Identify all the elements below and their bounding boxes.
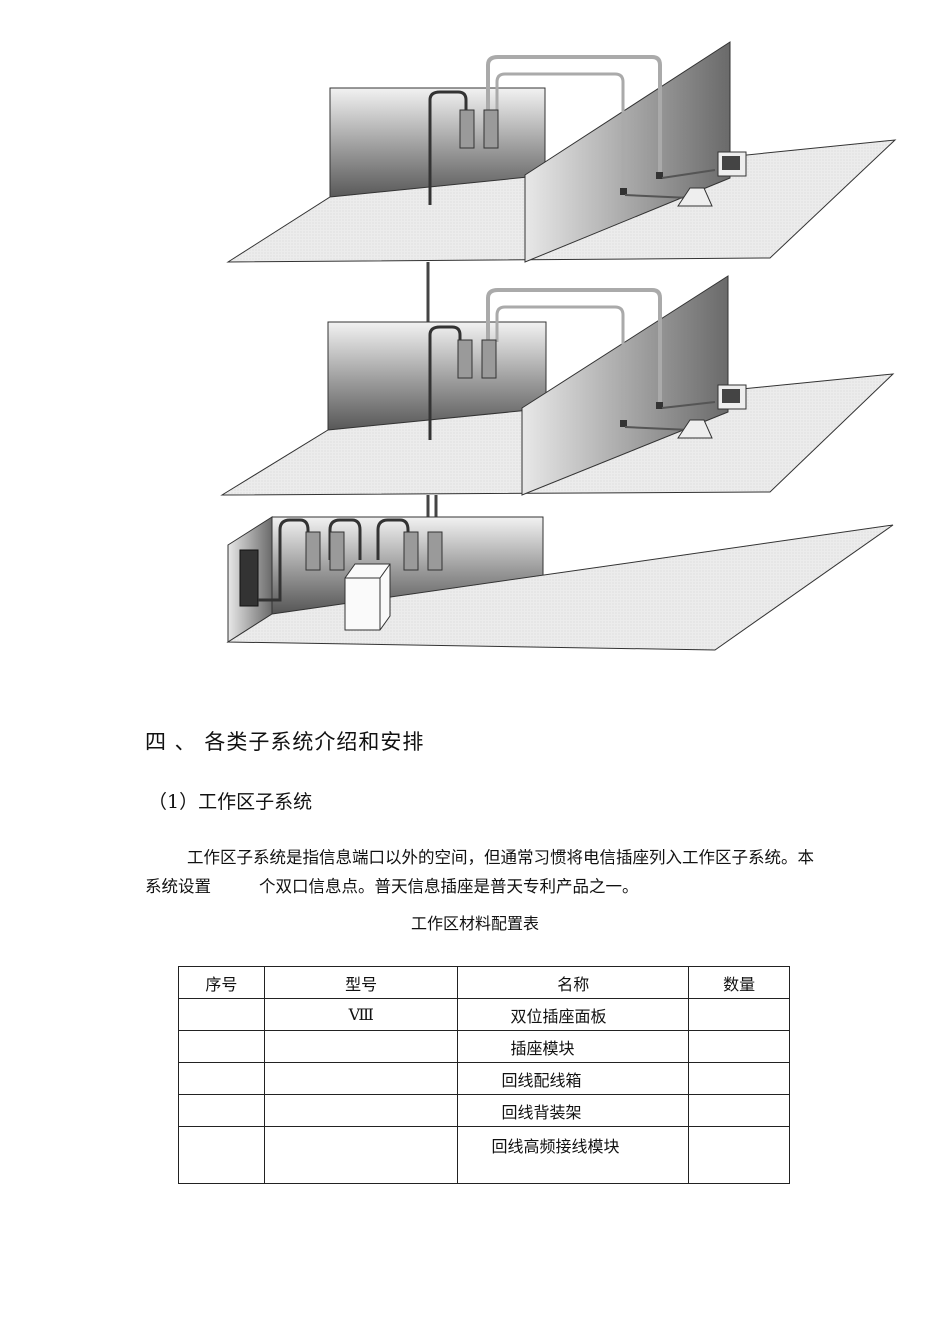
cell-qty <box>688 1030 790 1063</box>
cell-qty <box>688 998 790 1031</box>
cell-name: 回线背装架 <box>457 1094 690 1127</box>
cell-qty <box>688 1094 790 1127</box>
cell-no <box>178 998 265 1031</box>
table-row: 回线高频接线模块 <box>178 1126 790 1184</box>
cell-name: 双位插座面板 <box>457 998 690 1031</box>
table-row: 回线配线箱 <box>178 1062 790 1095</box>
cell-no <box>178 1062 265 1095</box>
cell-model: Ⅷ <box>263 998 459 1031</box>
cell-model <box>263 1094 459 1127</box>
cell-name: 回线配线箱 <box>457 1062 690 1095</box>
cabling-system-illustration <box>220 41 897 651</box>
section-heading: 四 、 各类子系统介绍和安排 <box>145 730 425 754</box>
cell-model <box>263 1030 459 1063</box>
table-row: 回线背装架 <box>178 1094 790 1127</box>
floor-middle <box>220 275 895 496</box>
body-paragraph: 工作区子系统是指信息端口以外的空间，但通常习惯将电信插座列入工作区子系统。本系统… <box>145 843 825 901</box>
cell-qty <box>688 1126 790 1184</box>
table-row: Ⅷ 双位插座面板 <box>178 998 790 1031</box>
table-caption: 工作区材料配置表 <box>410 914 539 933</box>
cell-qty <box>688 1062 790 1095</box>
cell-no <box>178 1030 265 1063</box>
header-name: 名称 <box>457 966 690 999</box>
cell-no <box>178 1094 265 1127</box>
table-row: 插座模块 <box>178 1030 790 1063</box>
floor-upper <box>226 41 897 263</box>
table-header-row: 序号 型号 名称 数量 <box>178 966 790 999</box>
paragraph-part1: 工作区子系统是指信息端口以外的空间，但通常习惯将电信插座列入工作区子系统。本系统… <box>145 848 814 896</box>
header-model: 型号 <box>263 966 459 999</box>
header-qty: 数量 <box>688 966 790 999</box>
paragraph-part2: 个双口信息点。普天信息插座是普天专利产品之一。 <box>259 877 639 896</box>
cell-name: 回线高频接线模块 <box>457 1126 690 1184</box>
cell-no <box>178 1126 265 1184</box>
floor-lower <box>226 516 894 651</box>
subsection-heading: （1）工作区子系统 <box>148 791 313 813</box>
cell-model <box>263 1062 459 1095</box>
cell-model <box>263 1126 459 1184</box>
materials-table: 序号 型号 名称 数量 Ⅷ 双位插座面板 插座模块 回线配线箱 回线背装架 回线… <box>178 966 790 1184</box>
cell-name: 插座模块 <box>457 1030 690 1063</box>
header-no: 序号 <box>178 966 265 999</box>
